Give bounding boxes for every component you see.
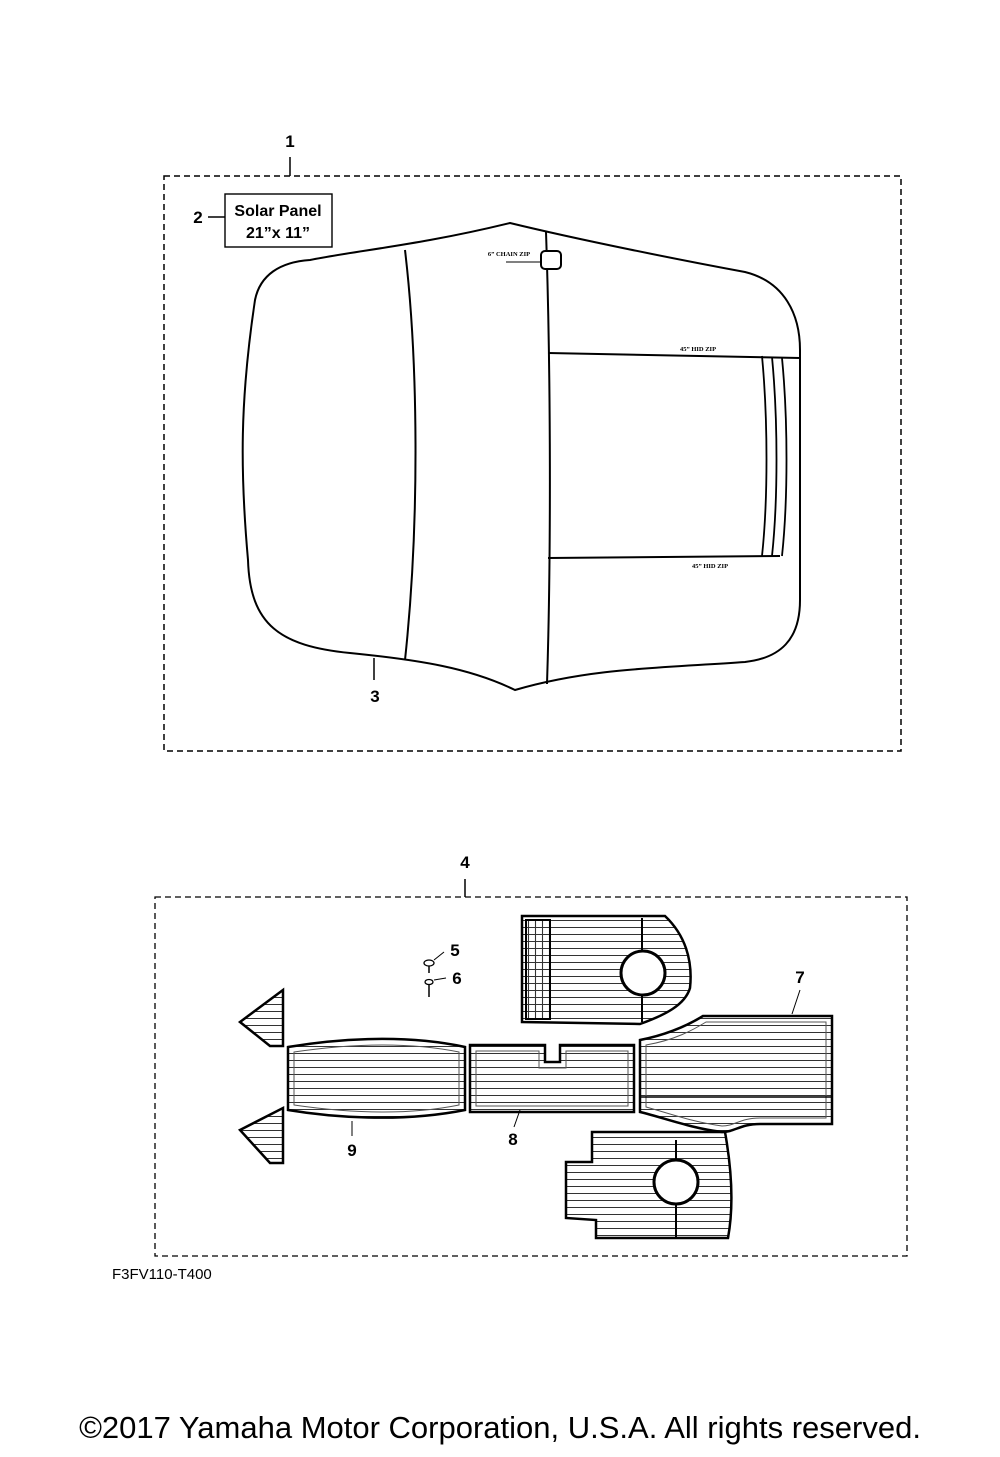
mat-bottom-hole [652,1158,700,1206]
zipper-panel-end-1 [761,355,768,557]
mat-part-8 [468,1043,636,1114]
mat-kit-group: 4 5 6 9 8 7 [154,853,908,1257]
mat-triangle-top [237,987,285,1048]
zipper-panel-end-2 [771,356,778,557]
chain-zip-pull [540,250,562,270]
mat-top-hole [619,949,667,997]
cover-assembly-group: 1 Solar Panel 21”x 11” 2 45” HID ZIP 45”… [163,132,902,752]
callout-2: 2 [193,208,202,227]
callout-6-leader [433,977,447,981]
zip-label-top: 45” HID ZIP [680,346,716,353]
cover-outline [241,221,801,692]
mat-triangle-bottom [237,1105,285,1165]
mat-part-7 [638,1014,834,1134]
mat-part-9-inner [293,1044,460,1113]
fastener-5-head [423,959,435,967]
mat-part-7-inner [645,1021,827,1127]
callout-6: 6 [452,969,461,988]
mat-part-8-inner [475,1050,629,1107]
mat-top-with-hole [520,914,692,1026]
cover-seam-center [545,231,551,685]
zipper-top-seam [547,352,801,359]
solar-panel-box [224,193,333,248]
callout-5: 5 [450,941,459,960]
figure-code: F3FV110-T400 [112,1266,212,1283]
cover-seam-left [404,249,417,661]
callout-8-leader [513,1109,521,1128]
callout-5-leader [433,951,445,961]
mat-part-9 [286,1037,467,1119]
cover-kit-dashed-frame [163,175,902,752]
mat-bottom-with-hole [564,1130,733,1240]
callout-9: 9 [347,1141,356,1160]
chain-zip-label: 6” CHAIN ZIP [488,251,530,258]
callout-1: 1 [285,132,294,151]
mat-top-strip [525,919,551,1020]
callout-3: 3 [370,687,379,706]
callout-8: 8 [508,1130,517,1149]
zip-label-bottom: 45” HID ZIP [692,563,728,570]
zipper-bottom-seam [547,555,781,559]
solar-panel-label-line2: 21”x 11” [246,225,310,242]
callout-7: 7 [795,968,804,987]
callout-7-leader [791,989,801,1015]
zipper-panel-end-3 [781,357,788,557]
callout-4: 4 [460,853,470,872]
fastener-6-head [424,978,434,986]
copyright-notice: ©2017 Yamaha Motor Corporation, U.S.A. A… [79,1410,921,1445]
solar-panel-label-line1: Solar Panel [234,203,321,220]
mat-kit-dashed-frame [154,896,908,1257]
